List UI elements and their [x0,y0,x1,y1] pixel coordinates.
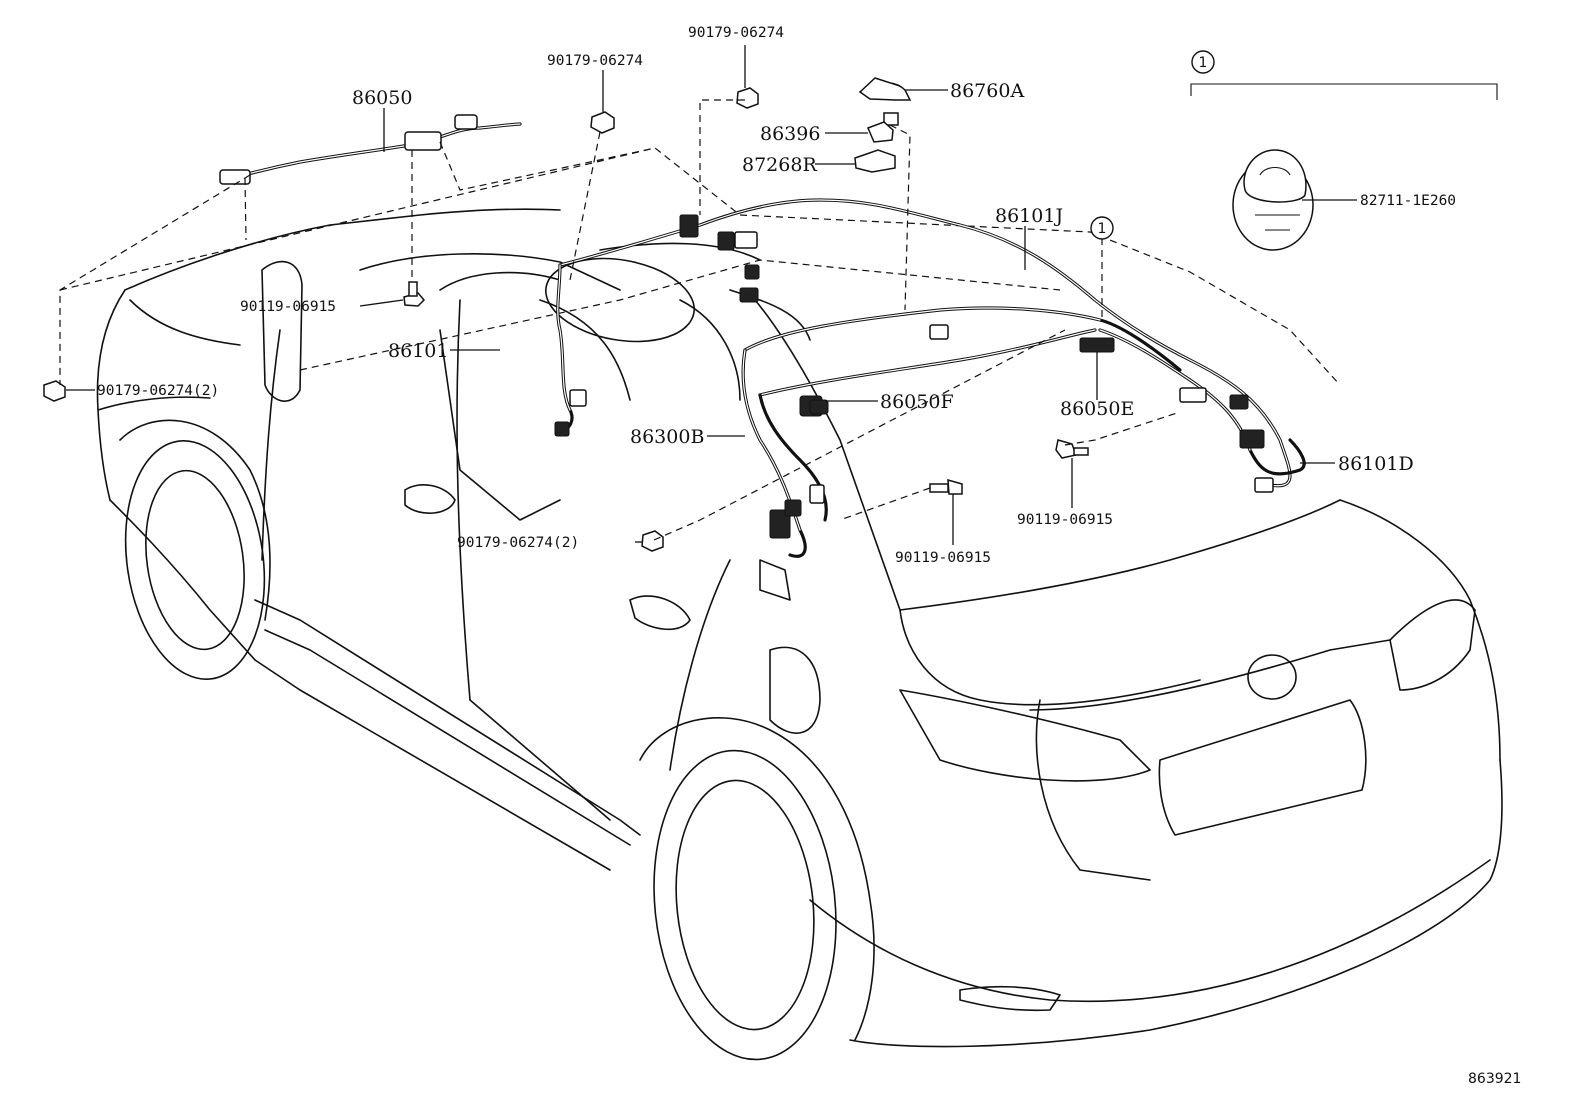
bracket-icon [854,149,896,173]
clip-detail-inset [1190,83,1498,251]
label-90119-06915-b: 90119-06915 [1017,512,1113,528]
svg-text:1: 1 [1199,55,1208,71]
fasteners [43,77,1089,552]
label-86101D: 86101D [1338,453,1414,475]
label-86760A: 86760A [950,80,1024,102]
solid-leaders [66,45,1357,545]
nut-icon [641,530,664,552]
antenna-icon [858,77,912,126]
label-82711-1E260: 82711-1E260 [1360,193,1456,209]
label-86101: 86101 [388,340,448,362]
nut-icon [736,87,759,109]
callout-marker-harness: 1 [1090,216,1114,240]
pad-icon [867,121,894,143]
label-86050: 86050 [352,87,412,109]
label-90179-06274-2-a: 90179-06274(2) [97,383,219,399]
label-90119-06915-a: 90119-06915 [240,299,336,315]
car-body-outline [59,147,1503,1061]
callout-marker-inset: 1 [1191,50,1215,74]
label-86101J: 86101J [995,205,1063,227]
bolt-icon [403,281,426,307]
label-90179-06274-b: 90179-06274 [688,25,784,41]
label-90179-06274-a: 90179-06274 [547,53,643,69]
clip-icon [1232,149,1314,251]
diagram-reference-code: 863921 [1468,1071,1521,1087]
label-90119-06915-c: 90119-06915 [895,550,991,566]
bolt-icon [929,478,963,495]
label-86050E: 86050E [1060,398,1134,420]
wire-harnesses [219,114,1306,558]
nut-icon [590,111,615,134]
dashed-leaders [59,99,1181,541]
label-86300B: 86300B [630,426,704,448]
nut-icon [43,380,66,402]
svg-text:1: 1 [1098,221,1107,237]
label-87268R: 87268R [742,154,817,176]
label-86050F: 86050F [880,391,954,413]
bolt-icon [1055,439,1089,459]
connectors [554,214,1274,539]
label-90179-06274-2-b: 90179-06274(2) [457,535,579,551]
part-labels: 86050 90179-06274 90179-06274 86760A 863… [97,25,1456,566]
label-86396: 86396 [760,123,820,145]
